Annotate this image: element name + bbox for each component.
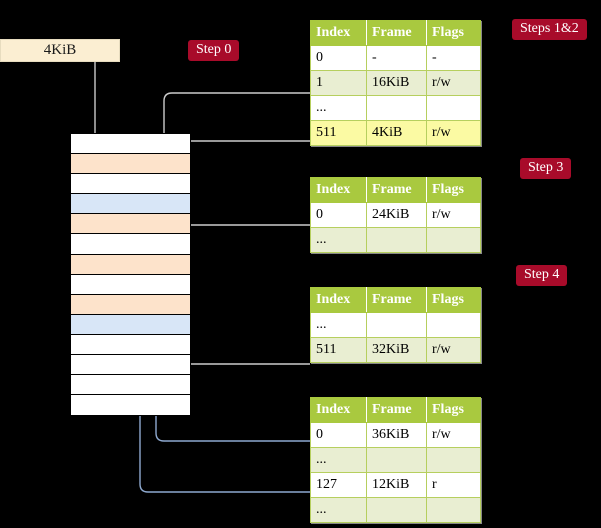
memory-frame-row	[71, 375, 190, 396]
cell-frame: 12KiB	[366, 472, 427, 498]
cell-frame	[366, 312, 427, 338]
cell-frame: 4KiB	[366, 120, 427, 146]
cell-index: 0	[310, 202, 367, 228]
cell-index: 127	[310, 472, 367, 498]
memory-frame-row	[71, 274, 190, 295]
memory-frame-row	[71, 194, 190, 215]
table-row: ...	[310, 497, 481, 523]
table-row: ...	[310, 227, 481, 253]
cell-frame: 24KiB	[366, 202, 427, 228]
cell-flags	[426, 497, 481, 523]
cell-frame: -	[366, 45, 427, 71]
cell-frame	[366, 447, 427, 473]
column-header-index: Index	[310, 177, 367, 203]
memory-frame-row	[71, 314, 190, 335]
memory-frame-row	[71, 294, 190, 315]
cell-index: 0	[310, 422, 367, 448]
memory-frame-row	[71, 214, 190, 235]
column-header-index: Index	[310, 397, 367, 423]
cell-flags: r/w	[426, 337, 481, 363]
memory-frame-row	[71, 174, 190, 195]
column-header-flags: Flags	[426, 20, 481, 46]
source-frame-box: 4KiB	[0, 39, 120, 62]
cell-frame: 16KiB	[366, 70, 427, 96]
cell-index: ...	[310, 227, 367, 253]
cell-frame: 32KiB	[366, 337, 427, 363]
column-header-frame: Frame	[366, 287, 427, 313]
cell-flags: r/w	[426, 202, 481, 228]
cell-index: ...	[310, 447, 367, 473]
step-label-step-4: Step 4	[516, 265, 568, 286]
table-row: ...	[310, 95, 481, 121]
cell-frame	[366, 227, 427, 253]
cell-flags: r/w	[426, 422, 481, 448]
cell-flags: r	[426, 472, 481, 498]
memory-frame-row	[71, 154, 190, 175]
cell-flags	[426, 227, 481, 253]
step-label-step-3: Step 3	[520, 158, 572, 179]
cell-index: 1	[310, 70, 367, 96]
column-header-frame: Frame	[366, 20, 427, 46]
cell-index: 511	[310, 337, 367, 363]
table-row: ...	[310, 447, 481, 473]
cell-flags	[426, 447, 481, 473]
cell-flags	[426, 95, 481, 121]
memory-frame-row	[71, 234, 190, 255]
column-header-flags: Flags	[426, 287, 481, 313]
cell-frame	[366, 95, 427, 121]
step-label-step-0: Step 0	[188, 40, 240, 61]
cell-index: ...	[310, 497, 367, 523]
physical-memory-column	[70, 133, 191, 416]
cell-flags: r/w	[426, 120, 481, 146]
memory-frame-row	[71, 254, 190, 275]
memory-frame-row	[71, 334, 190, 356]
table-row: ...	[310, 312, 481, 338]
cell-index: 511	[310, 120, 367, 146]
column-header-frame: Frame	[366, 177, 427, 203]
step-label-steps-1-2: Steps 1&2	[512, 19, 587, 40]
cell-frame: 36KiB	[366, 422, 427, 448]
column-header-index: Index	[310, 20, 367, 46]
cell-index: 0	[310, 45, 367, 71]
column-header-flags: Flags	[426, 177, 481, 203]
cell-index: ...	[310, 95, 367, 121]
cell-flags: r/w	[426, 70, 481, 96]
column-header-index: Index	[310, 287, 367, 313]
memory-frame-row	[71, 134, 190, 155]
cell-flags: -	[426, 45, 481, 71]
cell-frame	[366, 497, 427, 523]
cell-index: ...	[310, 312, 367, 338]
memory-frame-row	[71, 355, 190, 376]
memory-frame-row	[71, 395, 190, 416]
column-header-frame: Frame	[366, 397, 427, 423]
column-header-flags: Flags	[426, 397, 481, 423]
table-row: 0--	[310, 45, 481, 71]
cell-flags	[426, 312, 481, 338]
